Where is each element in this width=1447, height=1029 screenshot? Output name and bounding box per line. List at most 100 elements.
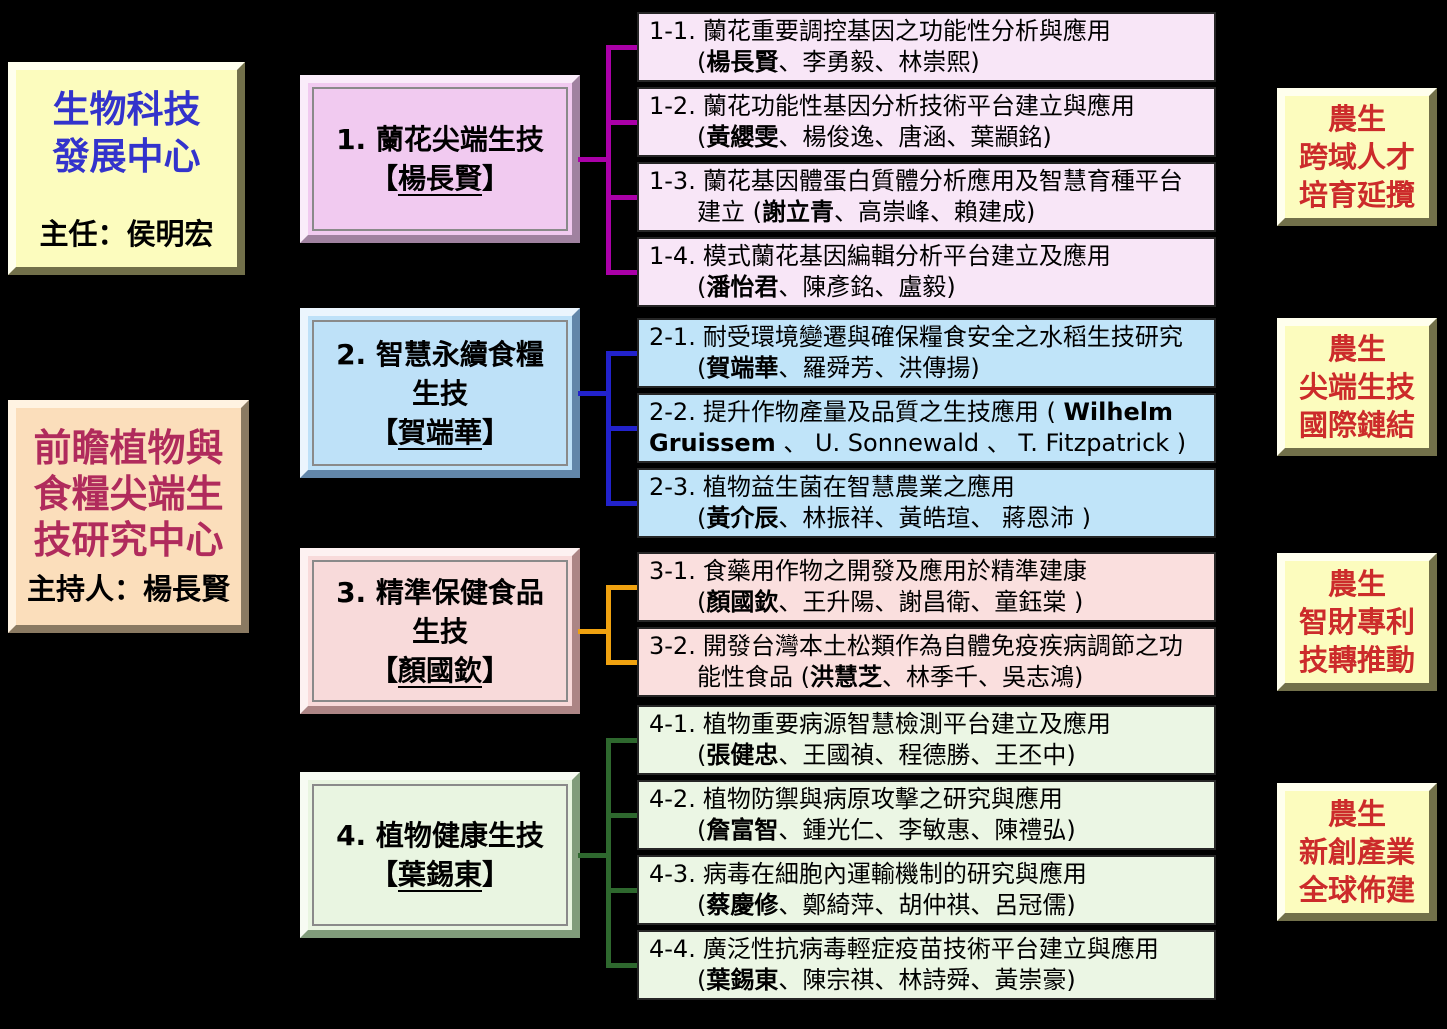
project-item-1-1: 1-1.蘭花重要調控基因之功能性分析與應用(楊長賢、李勇毅、林崇熙) [637, 12, 1216, 82]
person-name-lead: 楊長賢 [706, 48, 779, 76]
text-segment: 建立 ( [697, 198, 762, 226]
text-segment: ( [697, 273, 707, 301]
bracket-close-glyph: 】 [482, 653, 511, 687]
project-text: 4-4.廣泛性抗病毒輕症疫苗技術平台建立與應用(葉錫東、陳宗祺、林詩舜、黃崇豪) [649, 934, 1204, 996]
connector-line [578, 390, 611, 396]
person-name-lead: 賀端華 [706, 354, 779, 382]
project-text: 1-3.蘭花基因體蛋白質體分析應用及智慧育種平台建立 (謝立青、高崇峰、賴建成) [649, 166, 1204, 228]
bracket-open-glyph: 【 [369, 415, 398, 449]
focus-box-line: 尖端生技 [1298, 370, 1415, 404]
project-number: 4-2. [649, 785, 696, 813]
text-segment: 、陳宗祺、林詩舜、黃崇豪) [778, 966, 1076, 994]
project-item-1-3: 1-3.蘭花基因體蛋白質體分析應用及智慧育種平台建立 (謝立青、高崇峰、賴建成) [637, 162, 1216, 232]
focus-box-4: 農生新創產業全球佈建 [1277, 783, 1437, 921]
person-name-lead: 顏國欽 [706, 588, 779, 616]
text-segment: ( [697, 588, 707, 616]
bracket-close-glyph: 】 [482, 415, 511, 449]
connector-line [606, 584, 611, 665]
connector-line [606, 350, 639, 356]
connector-line [606, 500, 639, 506]
group-leader-name: 楊長賢 [397, 162, 482, 195]
person-name-lead: Wilhelm [1063, 398, 1173, 426]
text-segment: ( [697, 48, 707, 76]
text-segment: ( [697, 123, 707, 151]
person-name-lead: 葉錫東 [706, 966, 779, 994]
focus-box-line: 新創產業 [1298, 835, 1415, 869]
connector-line [606, 737, 639, 743]
text-segment: 、王國禎、程德勝、王丕中) [778, 741, 1076, 769]
text-segment: 模式蘭花基因編輯分析平台建立及應用 [702, 242, 1111, 270]
focus-box-line: 技轉推動 [1298, 643, 1415, 677]
person-name-lead: 謝立青 [762, 198, 834, 226]
text-segment: 、林季千、吳志鴻) [882, 663, 1084, 691]
project-number: 1-4. [649, 242, 696, 270]
connector-line [606, 119, 639, 125]
project-number: 3-1. [649, 557, 696, 585]
group-title-line: 1. 蘭花尖端生技 [336, 123, 544, 156]
connector-line [606, 269, 639, 275]
person-name-lead: 洪慧芝 [810, 663, 882, 691]
text-segment: 病毒在細胞內運輸機制的研究與應用 [702, 860, 1087, 888]
bracket-open-glyph: 【 [369, 162, 398, 195]
group-box-4: 4. 植物健康生技【葉錫東】 [300, 772, 580, 938]
program-title-line: 技研究中心 [33, 518, 224, 562]
text-segment: ( [697, 741, 707, 769]
text-segment: 、李勇毅、林崇熙) [778, 48, 980, 76]
project-text: 2-3.植物益生菌在智慧農業之應用(黃介辰、林振祥、黃皓瑄、 蔣恩沛 ) [649, 472, 1204, 534]
project-text: 4-2.植物防禦與病原攻擊之研究與應用(詹富智、鍾光仁、李敏惠、陳禮弘) [649, 784, 1204, 846]
project-number: 4-4. [649, 935, 696, 963]
bracket-open-glyph: 【 [369, 858, 398, 891]
group-box-2: 2. 智慧永續食糧生技【賀端華】 [300, 308, 580, 478]
connector-line [578, 852, 611, 858]
text-segment: 植物重要病源智慧檢測平台建立及應用 [702, 710, 1111, 738]
program-title-line: 食糧尖端生 [33, 472, 224, 516]
group-title-line: 生技 [411, 614, 468, 648]
project-text: 1-2.蘭花功能性基因分析技術平台建立與應用(黃纓雯、楊俊逸、唐涵、葉顓銘) [649, 91, 1204, 153]
group-title-line: 3. 精準保健食品 [336, 575, 544, 609]
text-segment: 、鍾光仁、李敏惠、陳禮弘) [778, 816, 1076, 844]
text-segment: 、陳彥銘、盧毅) [778, 273, 956, 301]
program-title-line: 前瞻植物與 [33, 426, 224, 470]
text-segment: 植物益生菌在智慧農業之應用 [702, 473, 1015, 501]
project-item-3-2: 3-2.開發台灣本土松類作為自體免疫疾病調節之功能性食品 (洪慧芝、林季千、吳志… [637, 627, 1216, 697]
project-text: 4-3.病毒在細胞內運輸機制的研究與應用(蔡慶修、鄭綺萍、胡仲祺、呂冠儒) [649, 859, 1204, 921]
group-leader-name: 賀端華 [397, 415, 482, 449]
bracket-open-glyph: 【 [369, 653, 398, 687]
group-leader-line: 【楊長賢】 [370, 159, 510, 198]
project-text: 3-2.開發台灣本土松類作為自體免疫疾病調節之功能性食品 (洪慧芝、林季千、吳志… [649, 631, 1204, 693]
project-number: 4-1. [649, 710, 696, 738]
person-name-lead: 張健忠 [706, 741, 779, 769]
group-leader-line: 【賀端華】 [370, 413, 510, 452]
project-number: 2-2. [649, 398, 696, 426]
text-segment: 、王升陽、謝昌衛、童鈺棠 ) [778, 588, 1084, 616]
focus-box-line: 農生 [1327, 797, 1386, 831]
group-leader-name: 葉錫東 [397, 858, 482, 891]
text-segment: 、楊俊逸、唐涵、葉顓銘) [778, 123, 1052, 151]
group-title-line: 生技 [411, 376, 468, 410]
focus-box-line: 培育延攬 [1298, 178, 1415, 212]
text-segment: ( [697, 891, 707, 919]
project-item-4-1: 4-1.植物重要病源智慧檢測平台建立及應用 (張健忠、王國禎、程德勝、王丕中) [637, 705, 1216, 775]
text-segment: ( [697, 966, 707, 994]
person-name-lead: 詹富智 [706, 816, 779, 844]
text-segment: 、羅舜芳、洪傳揚) [778, 354, 980, 382]
bracket-close-glyph: 】 [482, 162, 511, 195]
focus-box-line: 智財專利 [1298, 605, 1415, 639]
focus-box-line: 全球佈建 [1298, 873, 1415, 907]
text-segment: 耐受環境變遷與確保糧食安全之水稻生技研究 [702, 323, 1183, 351]
connector-line [606, 737, 611, 968]
project-number: 2-3. [649, 473, 696, 501]
project-number: 2-1. [649, 323, 696, 351]
group-title-line: 2. 智慧永續食糧 [336, 337, 544, 371]
project-item-1-4: 1-4.模式蘭花基因編輯分析平台建立及應用(潘怡君、陳彥銘、盧毅) [637, 237, 1216, 307]
text-segment: 植物防禦與病原攻擊之研究與應用 [702, 785, 1063, 813]
focus-box-1: 農生跨域人才培育延攬 [1277, 88, 1437, 226]
text-segment: ( [697, 504, 707, 532]
group-title-line: 4. 植物健康生技 [336, 819, 544, 852]
project-item-4-2: 4-2.植物防禦與病原攻擊之研究與應用(詹富智、鍾光仁、李敏惠、陳禮弘) [637, 780, 1216, 850]
text-segment: 蘭花基因體蛋白質體分析應用及智慧育種平台 [702, 167, 1183, 195]
project-text: 1-4.模式蘭花基因編輯分析平台建立及應用(潘怡君、陳彥銘、盧毅) [649, 241, 1204, 303]
